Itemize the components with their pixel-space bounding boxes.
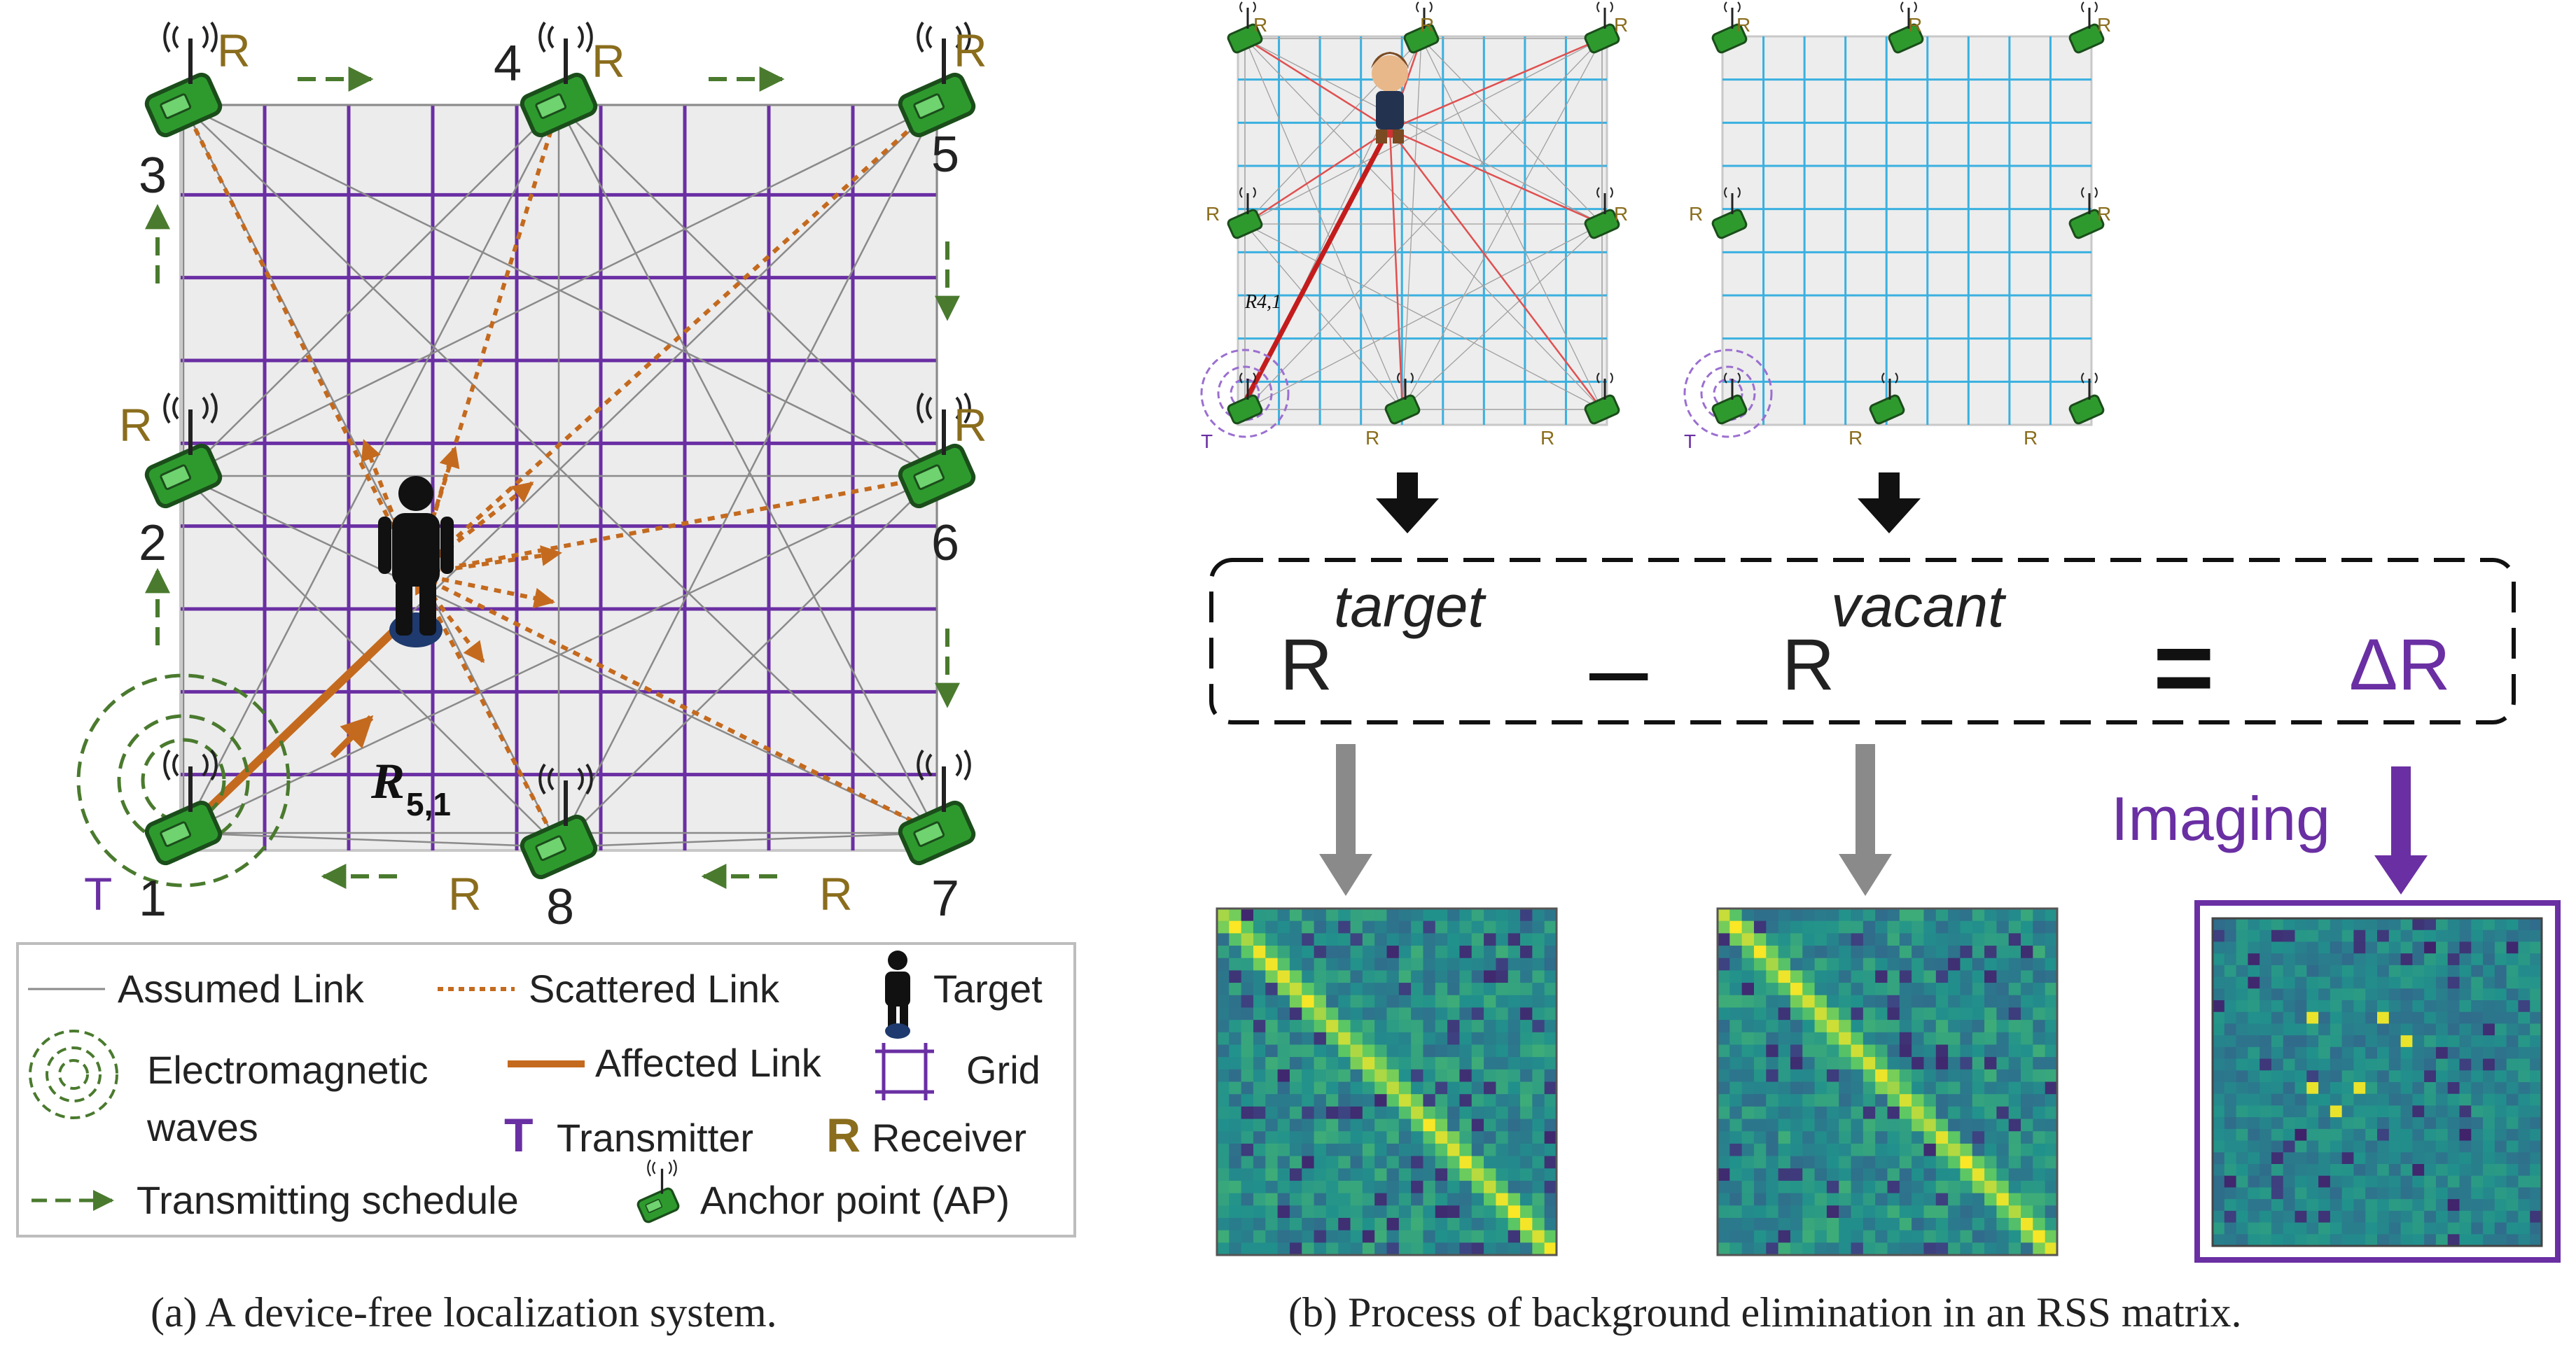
legend-assumed: Assumed Link bbox=[118, 967, 365, 1011]
panel-b: R4,1 bbox=[1200, 1, 2561, 1336]
legend-em-2: waves bbox=[146, 1105, 258, 1149]
mini-l-r5: R bbox=[1614, 203, 1628, 225]
role-label-8: R bbox=[448, 868, 482, 920]
eq-equals: = bbox=[2153, 608, 2215, 726]
legend-t-letter: T bbox=[504, 1109, 534, 1162]
caption-a: (a) A device-free localization system. bbox=[151, 1289, 777, 1336]
role-label-6: R bbox=[954, 399, 987, 451]
mini-em-waves-right bbox=[1683, 349, 1773, 438]
legend-receiver: Receiver bbox=[872, 1116, 1026, 1160]
link-label-sub: 5,1 bbox=[406, 786, 451, 822]
legend-grid-icon bbox=[875, 1043, 934, 1100]
black-down-arrows bbox=[1376, 472, 1921, 533]
mini-r-r4: R bbox=[1689, 203, 1703, 225]
node-num-8: 8 bbox=[546, 879, 574, 935]
mini-l-r3: R bbox=[1614, 14, 1628, 36]
role-label-7: R bbox=[819, 868, 853, 920]
target-icon bbox=[378, 476, 454, 647]
heatmap-delta bbox=[2213, 918, 2542, 1247]
legend-r-letter: R bbox=[826, 1109, 861, 1162]
node-num-7: 7 bbox=[931, 871, 959, 927]
mini-em-waves-left bbox=[1200, 349, 1290, 438]
legend-affected: Affected Link bbox=[595, 1041, 822, 1085]
eq-minus: – bbox=[1589, 608, 1648, 726]
caption-b: (b) Process of background elimination in… bbox=[1288, 1289, 2241, 1336]
legend-em-icon bbox=[29, 1030, 118, 1119]
eq-sup-vacant: vacant bbox=[1831, 573, 2007, 639]
node-num-3: 3 bbox=[139, 148, 167, 204]
legend-transmitter: Transmitter bbox=[557, 1116, 753, 1160]
node-num-4: 4 bbox=[494, 36, 522, 92]
legend-target-icon bbox=[885, 951, 910, 1039]
legend-em-1: Electromagnetic bbox=[147, 1048, 429, 1092]
mini-l-r7: R bbox=[1540, 427, 1554, 449]
legend-ap: Anchor point (AP) bbox=[700, 1178, 1010, 1222]
panel-a: R 5,1 1 2 3 4 5 6 7 8 T R R R R R R R As… bbox=[16, 22, 1076, 1336]
schedule-arrows bbox=[145, 66, 960, 889]
mini-layout-left: R4,1 bbox=[1200, 1, 1622, 438]
legend-scattered: Scattered Link bbox=[529, 967, 780, 1011]
mini-layout-right bbox=[1683, 1, 2106, 438]
legend: Assumed Link Scattered Link Target Elect… bbox=[16, 942, 1076, 1238]
node-num-5: 5 bbox=[931, 127, 959, 183]
mini-r-r7: R bbox=[2024, 427, 2038, 449]
legend-schedule: Transmitting schedule bbox=[137, 1178, 519, 1222]
node-num-1: 1 bbox=[139, 871, 167, 927]
role-label-3: R bbox=[217, 24, 251, 76]
mini-r-r1: R bbox=[1736, 14, 1750, 36]
heatmap-target bbox=[1217, 909, 1557, 1256]
mini-r-r2: R bbox=[1908, 14, 1922, 36]
mini-l-r2: R bbox=[1420, 14, 1434, 36]
mini-l-r4: R bbox=[1206, 203, 1220, 225]
affected-link bbox=[180, 612, 413, 836]
legend-grid: Grid bbox=[966, 1048, 1040, 1092]
eq-r-target: R bbox=[1280, 624, 1332, 706]
equation-box bbox=[1209, 558, 2516, 724]
imaging-label: Imaging bbox=[2111, 784, 2330, 853]
imaging-arrow bbox=[2374, 766, 2428, 895]
link-label: R 5,1 bbox=[370, 753, 451, 822]
eq-delta-r: ΔR bbox=[2349, 624, 2451, 706]
mini-labels: R R R R R R R T R R R R R R R T bbox=[1201, 14, 2111, 452]
node-num-6: 6 bbox=[931, 515, 959, 571]
grey-down-arrows bbox=[1319, 744, 1892, 896]
mini-target-person bbox=[1371, 52, 1409, 143]
legend-target: Target bbox=[933, 967, 1043, 1011]
mini-link-label: R4,1 bbox=[1244, 291, 1281, 313]
eq-sup-target: target bbox=[1334, 573, 1487, 639]
heatmap-vacant bbox=[1718, 909, 2058, 1256]
eq-r-vacant: R bbox=[1782, 624, 1834, 706]
role-label-2: R bbox=[119, 399, 153, 451]
role-label-5: R bbox=[954, 24, 987, 76]
mini-r-t: T bbox=[1684, 430, 1696, 452]
node-num-2: 2 bbox=[139, 515, 167, 571]
mini-l-r6: R bbox=[1365, 427, 1379, 449]
role-label-1: T bbox=[84, 868, 112, 920]
mini-l-r1: R bbox=[1253, 14, 1267, 36]
mini-r-r5: R bbox=[2097, 203, 2111, 225]
role-label-4: R bbox=[592, 35, 625, 87]
mini-r-r6: R bbox=[1849, 427, 1863, 449]
mini-l-t: T bbox=[1201, 430, 1213, 452]
mini-r-r3: R bbox=[2097, 14, 2111, 36]
link-label-main: R bbox=[370, 753, 405, 809]
